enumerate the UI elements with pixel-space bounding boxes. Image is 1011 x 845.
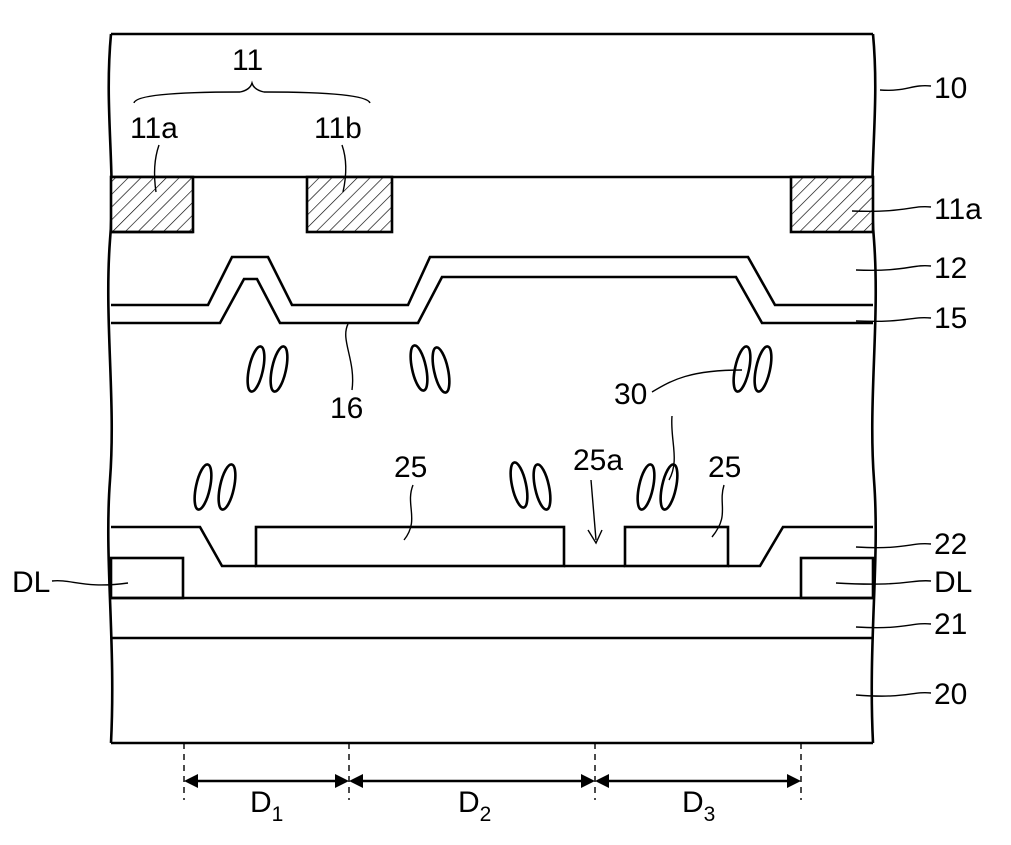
label-11a-right: 11a — [934, 193, 982, 226]
label-25-left: 25 — [394, 451, 427, 484]
alignment-layer-lower — [111, 277, 873, 323]
label-21: 21 — [934, 608, 967, 641]
liquid-crystal-molecules — [191, 344, 774, 511]
passivation-surface — [111, 527, 873, 566]
pixel-electrode-right — [625, 527, 728, 566]
outer-frame — [108, 34, 875, 743]
dimension-label-d3: D3 — [682, 786, 715, 826]
label-22: 22 — [934, 528, 967, 561]
label-11b: 11b — [314, 112, 362, 145]
black-matrix-right — [791, 177, 873, 232]
label-12: 12 — [934, 252, 967, 285]
label-20: 20 — [934, 678, 967, 711]
label-15: 15 — [934, 302, 967, 335]
dimension-label-d1: D1 — [250, 786, 283, 826]
overcoat-surface — [111, 257, 873, 305]
pixel-electrode-left — [256, 527, 564, 566]
label-11a-left: 11a — [130, 112, 178, 145]
label-16: 16 — [330, 392, 363, 425]
black-matrix-middle — [307, 177, 392, 232]
label-dl-right: DL — [934, 566, 972, 599]
dimension-arrows — [184, 774, 801, 788]
label-25a: 25a — [573, 444, 623, 477]
data-line-right — [801, 558, 873, 598]
data-line-left — [111, 558, 183, 598]
leader-lines — [52, 83, 931, 696]
black-matrix-left — [111, 177, 193, 232]
label-10: 10 — [934, 72, 967, 105]
label-dl-left: DL — [12, 566, 50, 599]
dimension-label-d2: D2 — [458, 786, 491, 826]
label-11: 11 — [232, 44, 263, 77]
label-25-right: 25 — [708, 451, 741, 484]
label-30: 30 — [614, 378, 647, 411]
dimension-extension-lines — [184, 743, 801, 800]
